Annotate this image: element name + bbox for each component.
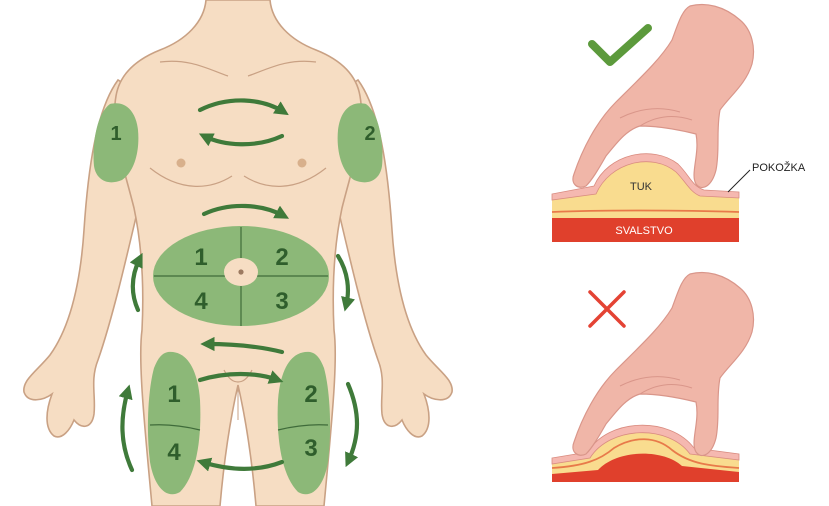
thigh-left-bottom: 4 — [167, 439, 181, 466]
thigh-right-bottom: 3 — [304, 435, 317, 462]
thigh-left-top: 1 — [167, 381, 180, 408]
skin-leader-line — [728, 170, 750, 192]
arrow-right-side-down — [338, 256, 348, 306]
abdomen-q3: 3 — [275, 288, 288, 315]
right-nipple — [298, 159, 307, 168]
arrow-right-thigh-down — [348, 384, 357, 462]
arrow-left-side-up — [133, 258, 140, 310]
abdomen-q1: 1 — [194, 244, 207, 271]
wrong-technique-panel — [552, 273, 754, 482]
correct-technique-panel: TUK SVALSTVO POKOŽKA — [552, 5, 806, 242]
left-nipple — [177, 159, 186, 168]
fat-label: TUK — [630, 181, 653, 193]
skin-label: POKOŽKA — [752, 161, 806, 174]
thigh-right-top: 2 — [304, 381, 317, 408]
navel — [238, 269, 243, 274]
arm-zone-left-number: 1 — [110, 123, 121, 145]
arm-zone-right-number: 2 — [364, 123, 375, 145]
cross-icon — [590, 292, 624, 326]
abdomen-q2: 2 — [275, 244, 288, 271]
muscle-label: SVALSTVO — [615, 225, 673, 237]
abdomen-q4: 4 — [194, 288, 208, 315]
arrow-left-thigh-up — [122, 390, 132, 470]
check-icon — [592, 28, 648, 62]
